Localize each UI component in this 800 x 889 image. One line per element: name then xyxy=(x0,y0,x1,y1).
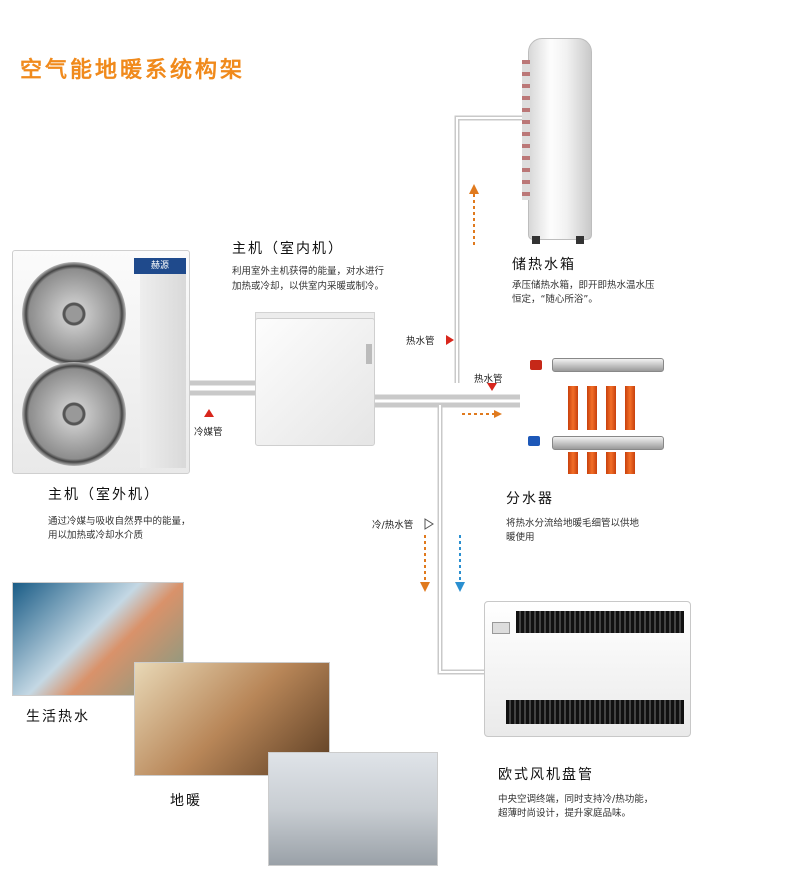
valve-blue-icon xyxy=(528,436,540,446)
floor-heating-label: 地暖 xyxy=(170,793,202,809)
hot-water-marker-2 xyxy=(487,383,497,391)
refrigerant-marker xyxy=(204,409,214,417)
hot-water-pipe-tag-1: 热水管 xyxy=(406,336,435,347)
manifold-upper-bar xyxy=(552,358,664,372)
room-photo xyxy=(268,752,438,866)
manifold-lower-bar xyxy=(552,436,664,450)
manifold-pipe xyxy=(587,452,597,474)
flow-arrow-down-orange-head xyxy=(420,582,430,592)
indoor-unit-image xyxy=(255,318,375,446)
tank-foot xyxy=(532,236,540,244)
manifold-desc-1: 将热水分流给地暖毛细管以供地 xyxy=(506,518,640,529)
manifold-pipe xyxy=(606,452,616,474)
manifold-pipe xyxy=(606,386,616,430)
indoor-unit-desc-2: 加热或冷却，以供室内采暖或制冷。 xyxy=(232,281,385,292)
page-title: 空气能地暖系统构架 xyxy=(20,58,246,83)
fan-icon xyxy=(22,362,126,466)
tank-fittings xyxy=(522,60,530,200)
flow-arrow-down-blue-head xyxy=(455,582,465,592)
valve-red-icon xyxy=(530,360,542,370)
cold-hot-marker xyxy=(424,518,434,530)
indoor-unit-connector xyxy=(366,344,372,364)
refrigerant-pipe-tag: 冷媒管 xyxy=(194,427,223,438)
manifold-pipe xyxy=(568,386,578,430)
fan-coil-label: 欧式风机盘管 xyxy=(498,767,594,783)
fan-coil-bottom-grille xyxy=(506,700,684,724)
pipe-to-tank xyxy=(454,115,528,383)
manifold-pipe xyxy=(625,386,635,430)
indoor-unit-top xyxy=(255,312,375,321)
outdoor-unit-desc-2: 用以加热或冷却水介质 xyxy=(48,530,144,541)
domestic-hot-water-label: 生活热水 xyxy=(26,709,90,725)
indoor-unit-desc-1: 利用室外主机获得的能量，对水进行 xyxy=(232,266,385,277)
fan-coil-desc-2: 超薄时尚设计，提升家庭品味。 xyxy=(498,808,632,819)
flow-arrow-right-head xyxy=(494,410,502,418)
fan-icon xyxy=(22,262,126,366)
fan-coil-top-grille xyxy=(516,611,684,633)
hot-water-marker-1 xyxy=(446,335,454,345)
cold-hot-water-pipe-tag: 冷/热水管 xyxy=(372,520,414,531)
manifold-pipe xyxy=(625,452,635,474)
tank-foot xyxy=(576,236,584,244)
outdoor-unit-label: 主机（室外机） xyxy=(48,487,160,503)
tank-desc-2: 恒定，“随心所浴”。 xyxy=(512,294,598,305)
flow-arrow-up-head xyxy=(469,184,479,194)
tank-label: 储热水箱 xyxy=(512,257,576,273)
manifold-pipe xyxy=(568,452,578,474)
manifold-desc-2: 暖使用 xyxy=(506,532,535,543)
manifold-label: 分水器 xyxy=(506,491,554,507)
pipe-to-fcu xyxy=(437,405,484,675)
brand-logo: 赫源 xyxy=(134,258,186,274)
indoor-unit-label: 主机（室内机） xyxy=(232,241,344,257)
fan-coil-desc-1: 中央空调终端，同时支持冷/热功能， xyxy=(498,794,654,805)
hot-water-pipe-tag-2: 热水管 xyxy=(474,374,503,385)
tank-desc-1: 承压储热水箱，即开即热水温水压 xyxy=(512,280,655,291)
fan-coil-display xyxy=(492,622,510,634)
outdoor-unit-desc-1: 通过冷媒与吸收自然界中的能量， xyxy=(48,516,191,527)
outdoor-unit-side-panel xyxy=(140,262,186,468)
manifold-pipe xyxy=(587,386,597,430)
hot-water-tank-image xyxy=(528,38,592,240)
